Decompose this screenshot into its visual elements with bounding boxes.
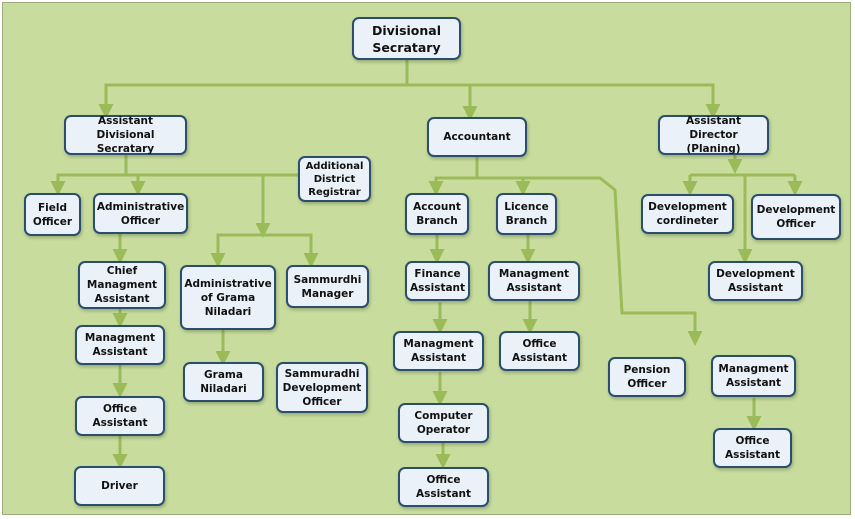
node-licence-branch: Licence Branch [496,193,557,235]
node-office-assistant-pension: Office Assistant [713,428,792,468]
node-accountant: Accountant [427,117,527,157]
node-divisional-secretary: Divisional Secratary [352,17,461,60]
connector-grama-split-left [210,233,263,268]
connector-accountant-to-licence-branch [477,176,531,196]
node-additional-district-registrar: Additional District Registrar [298,156,371,202]
node-driver: Driver [74,466,165,506]
connector-grama-split-right [263,233,319,268]
node-grama-niladari: Grama Niladari [183,362,264,402]
node-sammurdhi-manager: Sammurdhi Manager [286,265,369,308]
node-development-officer: Development Officer [751,194,841,240]
connector-ads-bus [50,153,128,196]
node-office-assistant-licence: Office Assistant [499,331,580,371]
node-management-assistant-pension: Managment Assistant [711,355,796,397]
node-assistant-director-planning: Assistant Director (Planing) [658,115,769,155]
node-management-assistant-licence: Managment Assistant [488,261,580,301]
connector-top-to-assistant-director [407,83,721,119]
node-sammuradhi-development-officer: Sammuradhi Development Officer [276,362,368,413]
connector-top-to-assistant-divisional [98,58,409,119]
connector-accountant-to-account-branch [428,156,479,196]
node-office-assistant-accounts: Office Assistant [398,467,489,507]
connector-accountant-to-pension [523,176,703,346]
node-development-assistant: Development Assistant [708,261,803,301]
node-management-assistant-accounts: Managment Assistant [393,331,484,371]
node-administrative-officer: Administrative Officer [93,193,188,234]
connector-top-to-accountant [407,83,478,121]
node-assistant-divisional-secretary: Assistant Divisional Secratary [64,115,187,155]
node-pension-officer: Pension Officer [608,357,686,397]
connector-ads-to-admin-officer [126,173,146,196]
node-field-officer: Field Officer [24,193,81,236]
node-account-branch: Account Branch [405,193,469,235]
node-administrative-of-grama-niladari: Administrative of Grama Niladari [180,265,276,330]
node-finance-assistant: Finance Assistant [405,261,470,301]
node-development-coordinator: Development cordineter [641,194,734,234]
node-computer-operator: Computer Operator [398,403,489,443]
node-chief-management-assistant: Chief Managment Assistant [78,261,166,309]
node-office-assistant-admin: Office Assistant [75,396,165,436]
node-management-assistant-admin: Managment Assistant [75,325,165,365]
